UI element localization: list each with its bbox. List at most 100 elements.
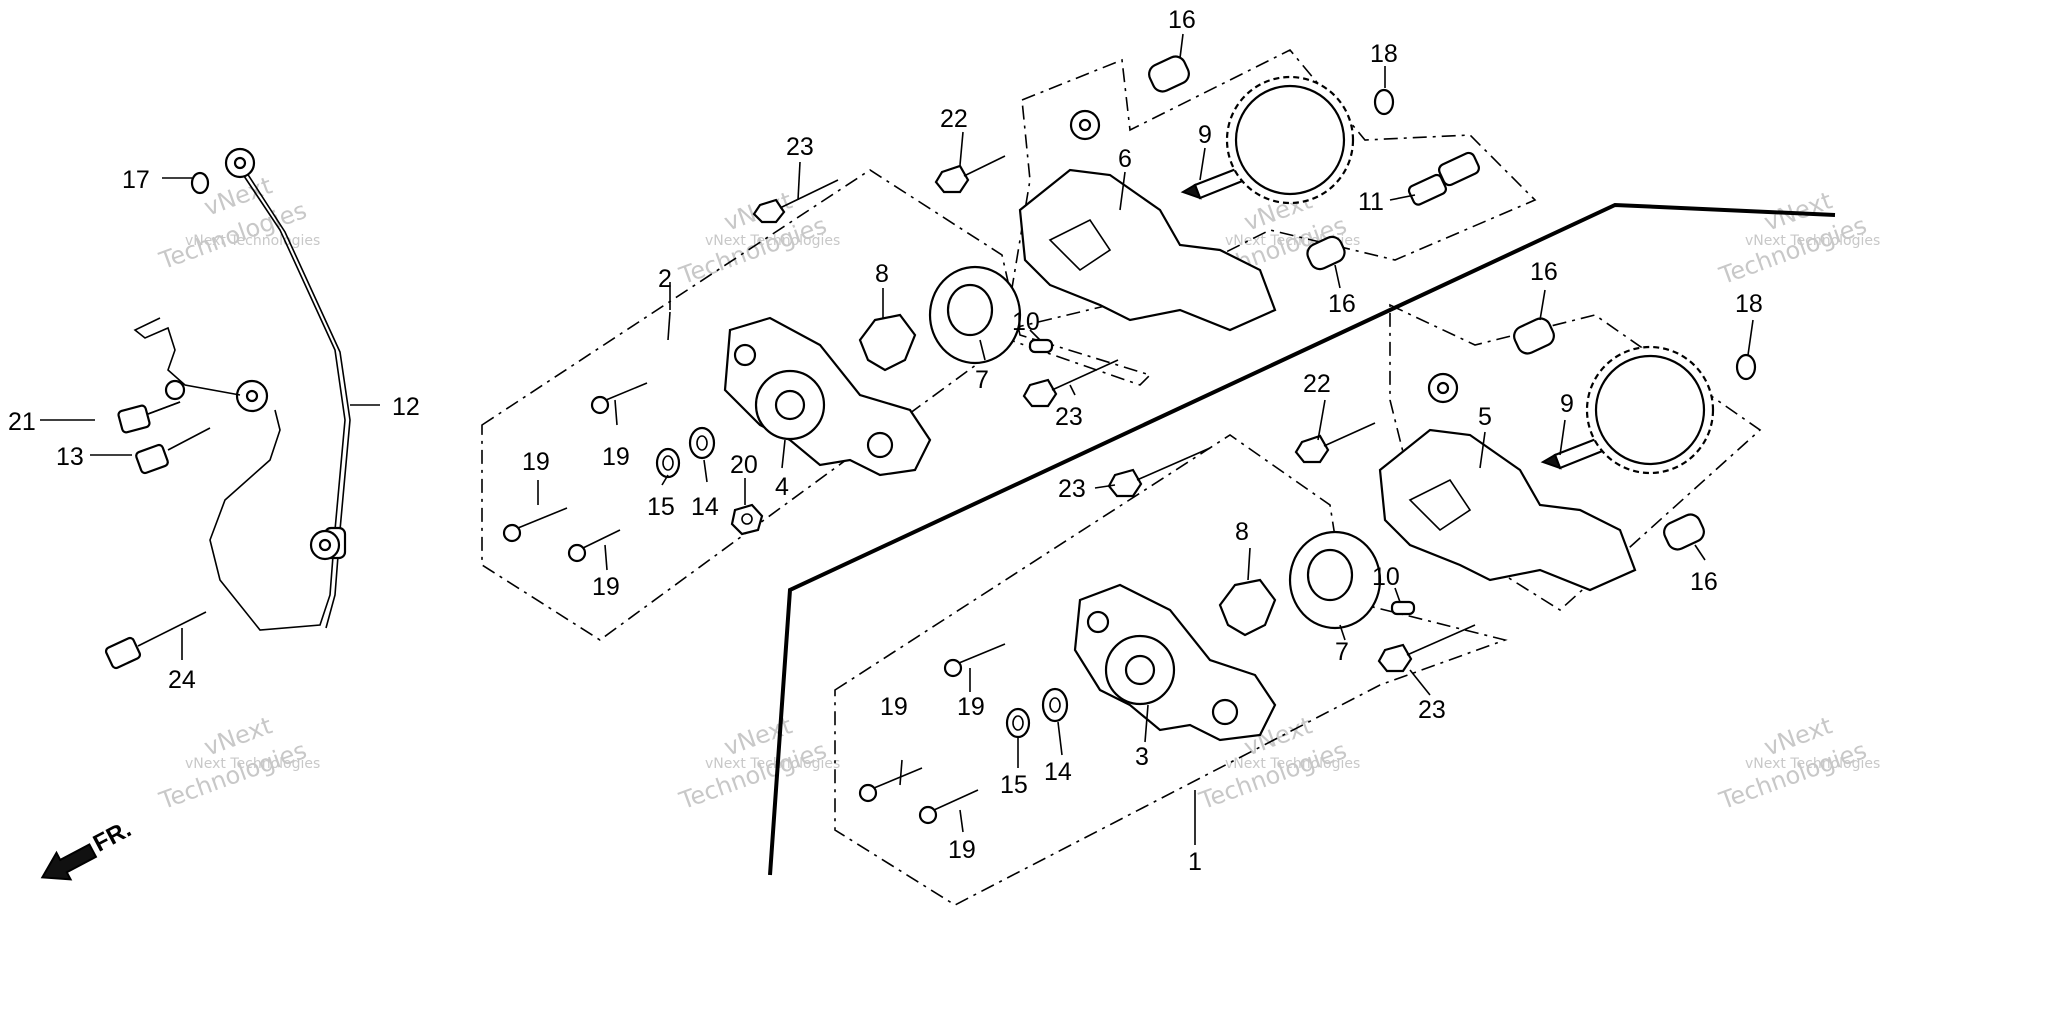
- callout-20: 20: [730, 451, 758, 479]
- bolt-23-upper-right: [1022, 359, 1119, 408]
- watermark-text: vNext Technologies: [705, 756, 840, 772]
- callout-18-lower: 18: [1735, 290, 1763, 318]
- callout-19-d: 19: [957, 693, 985, 721]
- bolt-24: [104, 611, 207, 670]
- front-direction-arrow: FR.: [40, 816, 136, 881]
- washer-18-upper: [1373, 88, 1395, 116]
- screw-19-upper-b: [502, 507, 568, 543]
- callout-21: 21: [8, 408, 36, 436]
- watermark-text: vNext Technologies: [1225, 756, 1360, 772]
- watermark-text: vNext Technologies: [1745, 233, 1880, 249]
- callout-22-top: 22: [940, 105, 968, 133]
- callout-1: 1: [1188, 848, 1202, 876]
- callout-19-c: 19: [592, 573, 620, 601]
- washer-15-lower: [1005, 707, 1031, 739]
- callout-19-a: 19: [522, 448, 550, 476]
- callout-14-lower: 14: [1044, 758, 1072, 786]
- callout-23-lower-a: 23: [1058, 475, 1086, 503]
- callout-9-lower: 9: [1560, 390, 1574, 418]
- watermark-text: vNext Technologies: [185, 756, 320, 772]
- callout-19-f: 19: [948, 836, 976, 864]
- callout-23-lower-b: 23: [1418, 696, 1446, 724]
- fitting-11: [1407, 151, 1480, 206]
- callout-13: 13: [56, 443, 84, 471]
- callout-11: 11: [1358, 188, 1384, 216]
- upper-pump-group-outline: [481, 169, 1152, 641]
- callout-15-lower: 15: [1000, 771, 1028, 799]
- collar-16-mid: [1306, 235, 1346, 271]
- watermark-text: vNext Technologies: [185, 233, 320, 249]
- callout-23-mid: 23: [1055, 403, 1083, 431]
- nut-20: [730, 503, 764, 536]
- oil-pressure-wire: [133, 147, 351, 631]
- callout-12: 12: [392, 393, 420, 421]
- callout-16-lower-a: 16: [1530, 258, 1558, 286]
- pump-body-3: [1073, 583, 1277, 742]
- leader-lines: [40, 33, 1754, 845]
- bolt-22-upper: [934, 155, 1006, 194]
- watermark-text: vNext Technologies: [1745, 756, 1880, 772]
- screw-19-lower-b: [858, 767, 923, 803]
- front-direction-label: FR.: [89, 816, 136, 858]
- collar-16-lower-a: [1513, 317, 1555, 355]
- bolt-13: [135, 427, 211, 475]
- screw-19-upper-c: [567, 529, 621, 563]
- washer-14-lower: [1041, 687, 1069, 723]
- callout-8-lower: 8: [1235, 518, 1249, 546]
- callout-19-b: 19: [602, 443, 630, 471]
- collar-16-lower-b: [1663, 513, 1705, 551]
- callout-7-lower: 7: [1335, 638, 1349, 666]
- driven-gear-upper: [1225, 75, 1355, 205]
- callout-16-mid: 16: [1328, 290, 1356, 318]
- bolt-23-upper-left: [752, 179, 839, 224]
- washer-18-lower: [1735, 353, 1757, 381]
- screw-19-lower-c: [918, 789, 979, 825]
- callout-7-top: 7: [975, 366, 989, 394]
- inner-rotor-8: [858, 313, 917, 372]
- pump-body-4: [723, 316, 932, 477]
- bolt-21: [117, 401, 181, 434]
- inner-rotor-8-lower: [1218, 578, 1277, 637]
- callout-5: 5: [1478, 403, 1492, 431]
- screw-19-lower-a: [943, 643, 1006, 678]
- pump-housing-5: [1378, 372, 1637, 592]
- watermark-text: vNext Technologies: [705, 233, 840, 249]
- callout-19-e: 19: [880, 693, 908, 721]
- pump-housing-6: [1018, 109, 1277, 332]
- dowel-pin-10-lower: [1390, 600, 1416, 616]
- dowel-pin-10: [1028, 338, 1054, 354]
- callout-9-top: 9: [1198, 121, 1212, 149]
- callout-17: 17: [122, 166, 150, 194]
- outer-rotor-7: [928, 265, 1022, 365]
- bolt-22-lower: [1294, 422, 1376, 464]
- callout-23-top: 23: [786, 133, 814, 161]
- upper-gear-group-outline: [1004, 49, 1537, 332]
- lower-gear-group-outline: [1389, 303, 1762, 611]
- outer-rotor-7-lower: [1288, 530, 1382, 630]
- callout-8-top: 8: [875, 260, 889, 288]
- callout-16-top: 16: [1168, 6, 1196, 34]
- lower-pump-group-outline: [834, 434, 1508, 906]
- driven-gear-lower: [1585, 345, 1715, 475]
- callout-2: 2: [658, 265, 672, 293]
- washer-14-upper: [688, 426, 716, 460]
- assembly-divider-line: [768, 202, 1836, 876]
- callout-6: 6: [1118, 145, 1132, 173]
- bolt-23-lower-b: [1377, 624, 1476, 673]
- callout-3: 3: [1135, 743, 1149, 771]
- callout-10-top: 10: [1012, 308, 1040, 336]
- callout-16-lower-b: 16: [1690, 568, 1718, 596]
- washer-15-upper: [655, 447, 681, 479]
- callout-14-top: 14: [691, 493, 719, 521]
- callout-4: 4: [775, 473, 789, 501]
- callout-15-top: 15: [647, 493, 675, 521]
- watermark: vNext Technologies: [155, 171, 310, 275]
- screw-19-upper-a: [590, 382, 648, 415]
- callout-18-top: 18: [1370, 40, 1398, 68]
- washer-17: [190, 171, 210, 195]
- bolt-23-lower-a: [1107, 447, 1211, 498]
- callout-22-lower: 22: [1303, 370, 1331, 398]
- callout-24: 24: [168, 666, 196, 694]
- callout-labels: 17 21 13 12 24 16 18 9 6 11 16 22 23 2 8…: [8, 6, 1763, 876]
